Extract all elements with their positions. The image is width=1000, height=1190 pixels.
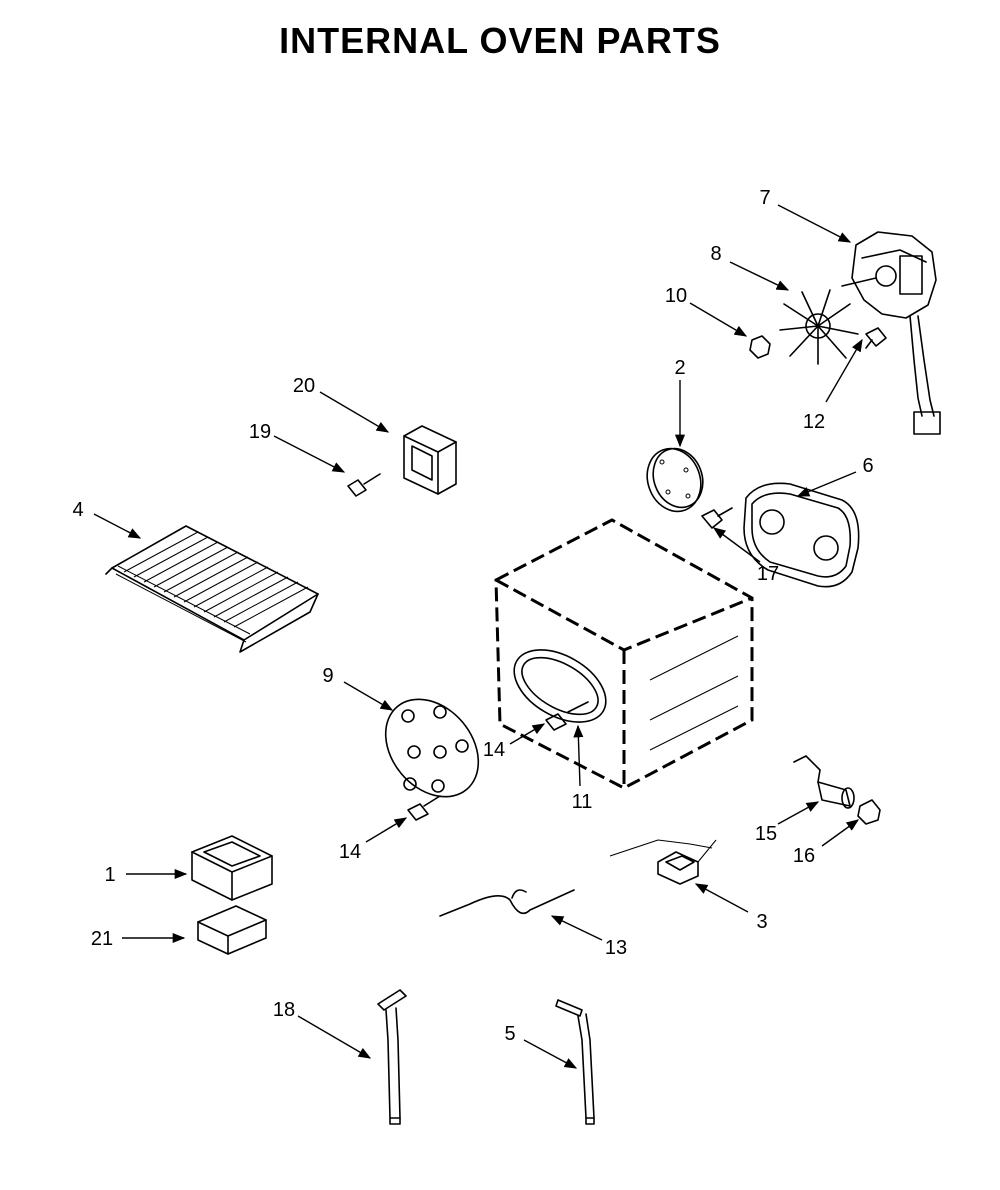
part-10-nut[interactable] — [749, 335, 771, 359]
part-21-block[interactable] — [197, 905, 267, 955]
oven-cavity — [494, 518, 754, 790]
part-1-box[interactable] — [191, 835, 273, 901]
callout-12: 12 — [803, 411, 825, 433]
part-8-fan-blade[interactable] — [779, 289, 859, 365]
callout-4: 4 — [72, 499, 83, 521]
callout-14-lower: 14 — [339, 841, 361, 863]
part-15-sensor-bracket[interactable] — [793, 755, 855, 809]
callout-14-upper: 14 — [483, 739, 505, 761]
leader-lines — [93, 204, 863, 1069]
callout-labels: 7 8 10 12 2 6 17 20 19 4 9 14 11 14 15 1… — [72, 187, 873, 1045]
callout-2: 2 — [674, 357, 685, 379]
callout-10: 10 — [665, 285, 687, 307]
callout-13: 13 — [605, 937, 627, 959]
callout-5: 5 — [504, 1023, 515, 1045]
part-6-baffle-plate[interactable] — [743, 482, 860, 588]
part-4-oven-rack[interactable] — [105, 525, 319, 653]
callout-9: 9 — [322, 665, 333, 687]
part-14-screw-a[interactable] — [545, 713, 567, 731]
callout-6: 6 — [862, 455, 873, 477]
part-11-element-screw[interactable] — [567, 701, 589, 713]
part-16-nut[interactable] — [857, 799, 881, 825]
part-19-screw[interactable] — [347, 473, 381, 497]
part-13-meat-probe[interactable] — [439, 889, 575, 917]
callout-1: 1 — [104, 864, 115, 886]
page-title: INTERNAL OVEN PARTS — [279, 20, 721, 61]
callout-8: 8 — [710, 243, 721, 265]
part-5-heating-element[interactable] — [555, 999, 595, 1125]
callout-11: 11 — [572, 791, 593, 813]
part-20-bracket[interactable] — [403, 425, 457, 495]
callout-21: 21 — [91, 928, 113, 950]
part-7-convection-motor[interactable] — [841, 231, 941, 435]
part-2-fan-cover[interactable] — [639, 441, 711, 519]
callout-7: 7 — [759, 187, 770, 209]
part-18-heating-element[interactable] — [377, 989, 407, 1125]
callout-3: 3 — [756, 911, 767, 933]
callout-16: 16 — [793, 845, 815, 867]
part-12-screw[interactable] — [865, 327, 887, 349]
callout-18: 18 — [273, 999, 295, 1021]
part-9-gasket[interactable] — [367, 681, 498, 815]
callout-15: 15 — [755, 823, 777, 845]
part-14-screw-b[interactable] — [407, 795, 441, 821]
part-3-thermal-cutoff[interactable] — [609, 839, 717, 885]
callout-19: 19 — [249, 421, 271, 443]
callout-20: 20 — [293, 375, 315, 397]
callout-17: 17 — [757, 563, 779, 585]
part-17-screw[interactable] — [701, 507, 733, 529]
